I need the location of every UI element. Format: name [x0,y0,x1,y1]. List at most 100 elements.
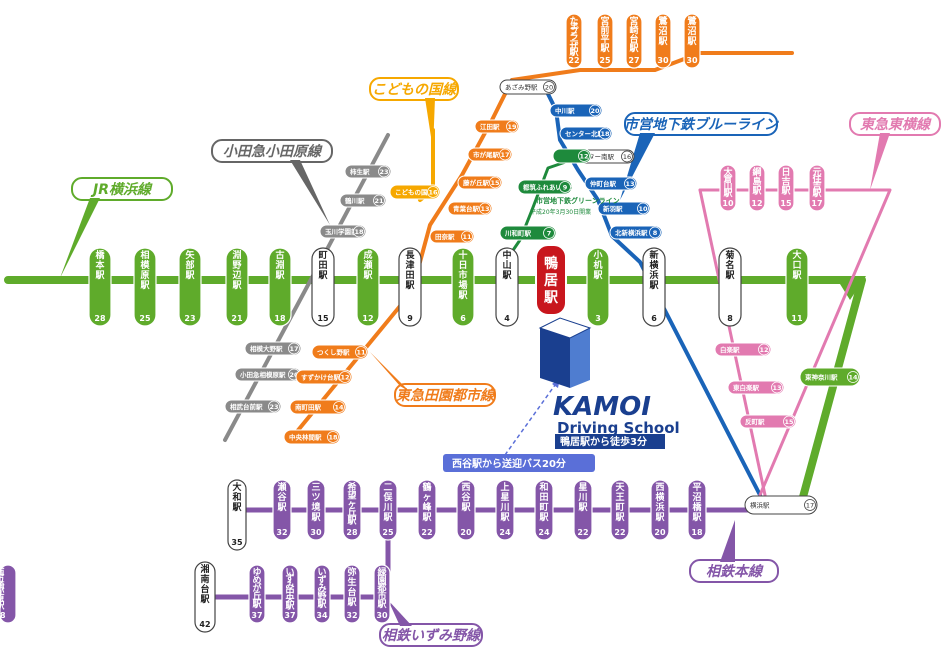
station-name-char: 丘 [252,590,261,602]
minutes-circle [559,181,571,193]
station-pill [499,79,557,95]
station-pill [714,342,772,357]
station-name-char: 都 [376,582,386,594]
station-name-char: 上 [500,481,509,493]
station-name-char: 元 [812,167,821,178]
station-name: 青葉台駅 [453,204,480,213]
station-pill [378,479,398,541]
station-name-char: 平 [600,34,609,45]
station-name-char: 十 [458,249,467,261]
minutes-circle [771,381,783,394]
badge-pointer [720,520,735,562]
green-line-note: 平成20年3月30日開業 [530,208,591,216]
station-name-char: ゆ [252,567,261,578]
station-name-char: 沼 [658,25,667,37]
minutes-circle [758,343,770,356]
station-minutes: 32 [346,611,357,620]
badge-box [71,177,173,201]
station-name-char: 綱 [752,166,761,178]
station-name: 相模大野駅 [250,344,283,353]
station-pill [744,495,818,515]
station-pill [597,201,651,216]
minutes-circle [489,176,501,189]
station-minutes: 27 [628,56,639,65]
minutes-circle [543,227,555,239]
station-pill [248,564,266,624]
station-name-char: 野 [317,591,326,602]
station-minutes: 19 [507,123,517,131]
station-name-char: み [285,580,294,591]
station-name-char: 駅 [458,290,468,301]
station-pill [683,13,701,69]
station-name: 市が尾駅 [473,150,500,159]
station-name-char: 谷 [461,491,471,503]
station-name-char: 駅 [95,270,105,281]
station-minutes: 6 [460,314,466,323]
station-name-char: ツ [311,492,320,503]
station-minutes: 12 [340,374,349,382]
station-minutes: 22 [421,528,432,537]
line-badge-jr_yokohama: JR横浜線 [60,177,173,278]
station-name-char: 矢 [185,249,195,261]
station-name-char: 横 [655,491,665,503]
station-name: 江田駅 [480,122,500,131]
station-pill [687,479,707,541]
station-name-char: 名 [725,259,734,271]
minutes-circle [355,346,367,358]
minutes-circle [427,186,439,198]
station-name-char: 駅 [232,280,242,291]
line-name-label: 相鉄いずみ野線 [382,627,482,644]
station-pill [417,479,437,541]
station-name-char: 丘 [347,506,356,518]
station-minutes: 30 [657,56,669,65]
station-pill [224,399,282,414]
minutes-circle [599,127,611,140]
minutes-circle [479,202,491,215]
station-name: 横浜駅 [750,501,770,510]
station-name-char: 駅 [0,600,5,611]
station-name-char: 駅 [687,36,697,47]
station-name: センター南駅 [575,152,615,161]
minutes-circle [333,401,345,413]
station-pill [559,126,613,141]
station-minutes: 35 [231,538,243,547]
station-name-char: 鶴 [422,481,431,493]
station-name-char: 住 [812,173,821,185]
station-name: 新羽駅 [603,204,623,213]
station-kamoi: 鴨居駅 [535,244,567,316]
station-minutes: 22 [614,528,625,537]
denentoshi-station: 江田駅 19 [474,119,520,134]
station-minutes: 11 [462,233,472,241]
station-name-char: 駅 [347,516,357,527]
line-badge-tokyu_toyoko: 東急東横線 [849,112,941,190]
station-name-char: い [317,568,326,578]
station-name-char: ヶ [347,500,356,510]
station-name-char: 田 [539,492,548,503]
station-name-char: 央 [285,593,295,605]
station-name-char: 鴨 [544,255,558,272]
station-name-char: 南 [0,566,5,578]
station-name-char: 瀬 [277,481,286,493]
station-minutes: 13 [480,205,489,213]
station-name-char: 成 [363,249,372,261]
station-name-char: 駅 [649,280,659,291]
station-name-char: 原 [140,270,149,281]
station-name-char: 峰 [422,501,432,513]
station-minutes: 34 [316,611,328,620]
station-pill [799,367,861,387]
minutes-circle [288,342,300,355]
station-pill [610,479,630,541]
